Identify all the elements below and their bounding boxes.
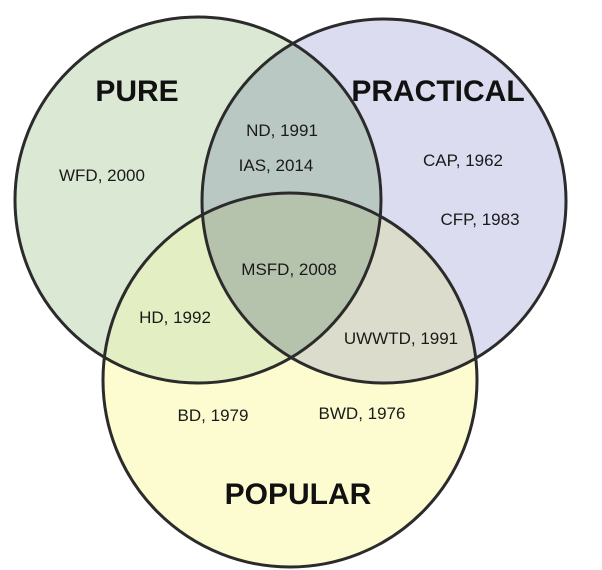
item-ias: IAS, 2014: [239, 156, 314, 175]
item-wfd: WFD, 2000: [59, 166, 145, 185]
item-nd: ND, 1991: [246, 121, 318, 140]
practical-title: PRACTICAL: [351, 75, 524, 108]
pure-circle-outline: [13, 15, 383, 385]
pure-title: PURE: [95, 75, 178, 108]
item-bwd: BWD, 1976: [319, 404, 406, 423]
item-bd: BD, 1979: [178, 406, 249, 425]
practical-circle-outline: [200, 17, 568, 385]
item-cfp: CFP, 1983: [440, 210, 519, 229]
item-uwwtd: UWWTD, 1991: [344, 329, 458, 348]
item-msfd: MSFD, 2008: [241, 260, 336, 279]
popular-title: POPULAR: [225, 478, 372, 511]
item-hd: HD, 1992: [139, 308, 211, 327]
item-cap: CAP, 1962: [423, 151, 503, 170]
popular-circle-outline: [101, 191, 479, 569]
